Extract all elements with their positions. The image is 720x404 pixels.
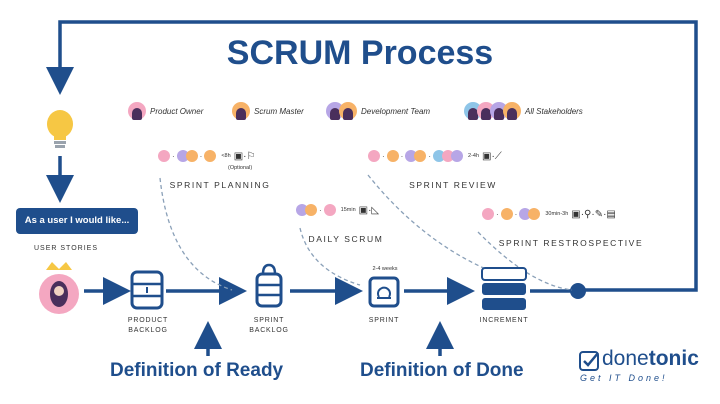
page-title: SCRUM Process [226, 34, 494, 72]
logo-tagline: Get IT Done! [580, 373, 668, 383]
retro-dashed [477, 231, 573, 291]
role-scrum-master: Scrum Master [232, 102, 304, 120]
all-stakeholders-icon [464, 102, 521, 120]
lightbulb-icon [47, 110, 73, 148]
sprint-backlog-label: SPRINT BACKLOG [249, 317, 289, 334]
sprint-duration: 2-4 weeks [372, 266, 398, 272]
flow-end-node [570, 283, 586, 299]
planning-dashed [159, 177, 233, 291]
sprint-retrospective-participants: · · 30min-3h ▣·⚲·✎·▤ [482, 208, 616, 220]
sprint-cycle-icon [368, 276, 400, 308]
product-owner-icon [323, 204, 336, 216]
product-owner-icon [128, 102, 146, 120]
daily-dashed [299, 227, 361, 286]
logo-text-done: done [602, 347, 649, 370]
increment-stack-icon [481, 267, 527, 310]
sprint-label: SPRINT [368, 317, 400, 324]
calendar-chart-icon: ▣·◺ [358, 204, 380, 216]
calendar-flag-icon: ▣·⚐ [233, 150, 256, 162]
role-label: Scrum Master [254, 106, 304, 116]
role-label: All Stakeholders [525, 106, 583, 116]
donetonic-logo-icon [579, 351, 599, 371]
logo-text-tonic: tonic [648, 347, 699, 370]
product-owner-icon [368, 150, 380, 162]
scrum-master-icon [500, 208, 513, 220]
review-dashed [367, 174, 489, 271]
sprint-retrospective-duration: 30min-3h [545, 211, 569, 217]
product-backlog-icon [130, 270, 164, 310]
user-stories-label: USER STORIES [34, 245, 98, 252]
role-all-stakeholders: All Stakeholders [464, 102, 583, 120]
sprint-review-label: SPRINT REVIEW [409, 180, 497, 190]
daily-scrum-label: DAILY SCRUM [308, 234, 384, 244]
sprint-retrospective-label: SPRINT RESTROSPECTIVE [498, 238, 644, 248]
product-backlog-label: PRODUCT BACKLOG [127, 317, 169, 334]
sprint-planning-participants: · · <8h ▣·⚐ [158, 150, 255, 162]
role-development-team: Development Team [326, 102, 430, 120]
increment-label: INCREMENT [479, 317, 529, 324]
sprint-backlog-icon [255, 263, 283, 308]
scrum-master-icon [204, 150, 217, 162]
calendar-search-tools-icon: ▣·⚲·✎·▤ [571, 208, 616, 220]
product-owner-icon [482, 208, 494, 220]
user-story-box: As a user I would like... [16, 208, 138, 234]
development-team-icon [326, 102, 357, 120]
sprint-planning-note: (Optional) [228, 165, 253, 171]
sprint-review-duration: 2-4h [468, 153, 480, 159]
product-owner-avatar [39, 262, 79, 314]
role-product-owner: Product Owner [128, 102, 203, 120]
definition-of-done: Definition of Done [360, 360, 524, 381]
scrum-master-icon [232, 102, 250, 120]
role-label: Product Owner [150, 106, 204, 116]
sprint-review-participants: · · · 2-4h ▣·⟋ [368, 150, 502, 162]
sprint-planning-label: SPRINT PLANNING [169, 180, 271, 190]
product-owner-icon [158, 150, 170, 162]
calendar-chart-icon: ▣·⟋ [482, 150, 502, 162]
donetonic-logo: donetonic [602, 347, 699, 371]
sprint-planning-duration: <8h [221, 153, 231, 159]
definition-of-ready: Definition of Ready [110, 360, 284, 381]
scrum-master-icon [386, 150, 399, 162]
role-label: Development Team [361, 106, 431, 116]
daily-scrum-participants: · 15min ▣·◺ [296, 204, 379, 216]
feedback-loop-line [46, 20, 698, 292]
daily-scrum-duration: 15min [340, 207, 356, 213]
